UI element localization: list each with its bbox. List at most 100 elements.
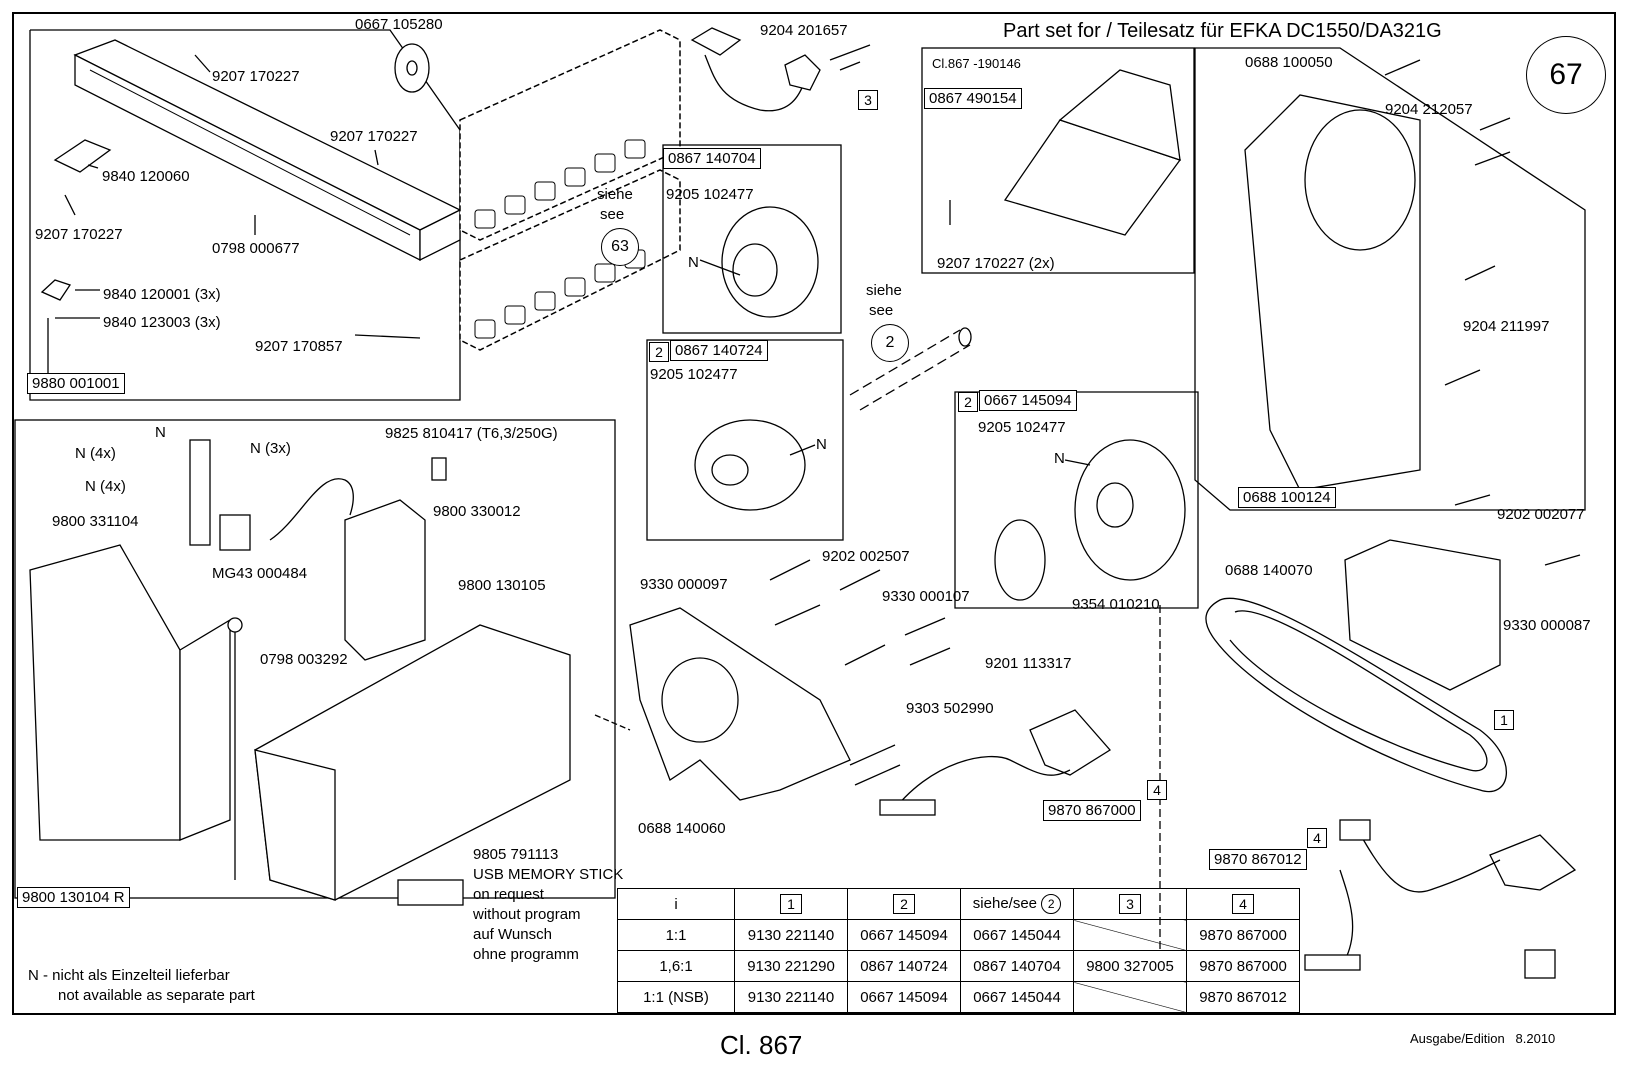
label-9201-113317: 9201 113317: [985, 655, 1072, 672]
display-module-b: [459, 169, 681, 351]
box-0667-145094: 0667 145094: [979, 390, 1077, 411]
ref-3: 3: [858, 90, 878, 110]
sensor-bracket: [784, 54, 821, 91]
label-9330-000087: 9330 000087: [1503, 617, 1591, 634]
label-usb-memory-stick: USB MEMORY STICK: [473, 866, 624, 883]
table-row: 1,6:1 9130 221290 0867 140724 0867 14070…: [617, 950, 1300, 982]
sensor-housing: [690, 27, 742, 56]
pulley-145094-gear: [1074, 439, 1186, 581]
label-0667-105280: 0667 105280: [355, 16, 443, 33]
ring-9354-010210: [994, 519, 1046, 601]
table-cell: 9870 867000: [1186, 919, 1300, 951]
sensor-cable: [704, 54, 806, 112]
label-9840-120001: 9840 120001 (3x): [103, 286, 221, 303]
bracket-n: [189, 439, 211, 546]
see63-see: see: [600, 206, 625, 223]
cover-0688-100124: [1244, 94, 1421, 491]
table-header-see: siehe/see 2: [960, 888, 1074, 920]
table-cell: 9130 221290: [734, 950, 848, 982]
module-cable: [269, 478, 354, 541]
label-n-b: N: [816, 436, 827, 453]
see2-ref: 2: [871, 324, 909, 362]
box-9800-130104-r: 9800 130104 R: [17, 887, 130, 908]
fuse: [431, 457, 447, 481]
label-9800-330012: 9800 330012: [433, 503, 521, 520]
page-title: Part set for / Teilesatz für EFKA DC1550…: [1003, 20, 1442, 42]
pulley-140704-gear: [721, 206, 819, 318]
box-0867-140704: 0867 140704: [663, 148, 761, 169]
group-190146-box: [921, 47, 1195, 274]
cover-group-outline: [1194, 47, 1586, 511]
pulley-140704-hub: [732, 243, 778, 297]
table-row: 1:1 9130 221140 0667 145094 0667 145044 …: [617, 919, 1300, 951]
label-n-3x: N (3x): [250, 440, 291, 457]
table-cell: 9870 867012: [1186, 981, 1300, 1013]
screw: [829, 44, 871, 61]
drawing-frame: [12, 12, 1616, 1015]
table-cell: 0667 145044: [960, 919, 1074, 951]
table-header-col4: 4: [1186, 888, 1300, 920]
label-0688-100050: 0688 100050: [1245, 54, 1333, 71]
table-cell: 1:1: [617, 919, 735, 951]
pulley-140704-box: [662, 144, 842, 334]
table-cell-empty: [1073, 919, 1187, 951]
table-cell: 1:1 (NSB): [617, 981, 735, 1013]
label-9840-120060: 9840 120060: [102, 168, 190, 185]
label-9800-331104: 9800 331104: [52, 513, 139, 530]
table-cell: 1,6:1: [617, 950, 735, 982]
label-9204-201657: 9204 201657: [760, 22, 848, 39]
see2-see: see: [869, 302, 894, 319]
pulley-140724-gear: [694, 419, 806, 511]
table-cell: 9800 327005: [1073, 950, 1187, 982]
belt: [1205, 597, 1507, 793]
housing-9800-331104: [29, 544, 181, 841]
cable-867000: [889, 755, 1071, 816]
table-cell-empty: [1073, 981, 1187, 1013]
ref-1: 1: [1494, 710, 1514, 730]
label-0798-003292: 0798 003292: [260, 651, 348, 668]
variant-table: i 1 2 siehe/see 2 3 4 1:1 9130 221140 06…: [617, 888, 1300, 1013]
label-9204-211997: 9204 211997: [1463, 318, 1550, 335]
usb-stick: [397, 879, 464, 906]
see2-siehe: siehe: [866, 282, 902, 299]
table-header-i: i: [617, 888, 735, 920]
table-header-row: i 1 2 siehe/see 2 3 4: [617, 888, 1300, 920]
mount-plate-0688-140060: [629, 607, 851, 801]
box-9870-867000: 9870 867000: [1043, 800, 1141, 821]
see63-siehe: siehe: [597, 186, 633, 203]
label-usb-ohne-programm: ohne programm: [473, 946, 579, 963]
label-9800-130105: 9800 130105: [458, 577, 546, 594]
class-label: Cl. 867: [720, 1030, 803, 1060]
box-0867-490154: 0867 490154: [924, 88, 1022, 109]
ref-4-a: 4: [1147, 780, 1167, 800]
table-header-col1: 1: [734, 888, 848, 920]
label-9207-170227-2x: 9207 170227 (2x): [937, 255, 1055, 272]
label-usb-without-program: without program: [473, 906, 581, 923]
page-number: 67: [1526, 36, 1606, 114]
module-9800-330012: [344, 499, 426, 661]
label-usb-auf-wunsch: auf Wunsch: [473, 926, 552, 943]
label-0798-000677: 0798 000677: [212, 240, 300, 257]
label-n-4x-a: N (4x): [75, 445, 116, 462]
label-usb-on-request: on request: [473, 886, 544, 903]
label-n-bracket: N: [155, 424, 166, 441]
note-n-de: N - nicht als Einzelteil lieferbar: [28, 967, 230, 984]
bracket-9840-120060: [53, 139, 112, 173]
label-0688-140070: 0688 140070: [1225, 562, 1313, 579]
note-n-en: not available as separate part: [58, 987, 255, 1004]
table-cell: 0867 140724: [847, 950, 961, 982]
label-9825-810417: 9825 810417 (T6,3/250G): [385, 425, 558, 442]
washer-hole: [406, 60, 418, 76]
label-9205-102477-b: 9205 102477: [650, 366, 738, 383]
pin-9303-502990: [849, 744, 896, 766]
label-9205-102477-c: 9205 102477: [978, 419, 1066, 436]
table-cell: 0667 145094: [847, 981, 961, 1013]
label-9303-502990: 9303 502990: [906, 700, 994, 717]
label-9202-002077: 9202 002077: [1497, 506, 1585, 523]
label-9207-170227-c: 9207 170227: [35, 226, 123, 243]
see63-ref: 63: [601, 228, 639, 266]
label-0688-140060: 0688 140060: [638, 820, 726, 837]
ref-2-a: 2: [649, 342, 669, 362]
table-row: 1:1 (NSB) 9130 221140 0667 145094 0667 1…: [617, 981, 1300, 1013]
label-mg43-000484: MG43 000484: [212, 565, 308, 582]
